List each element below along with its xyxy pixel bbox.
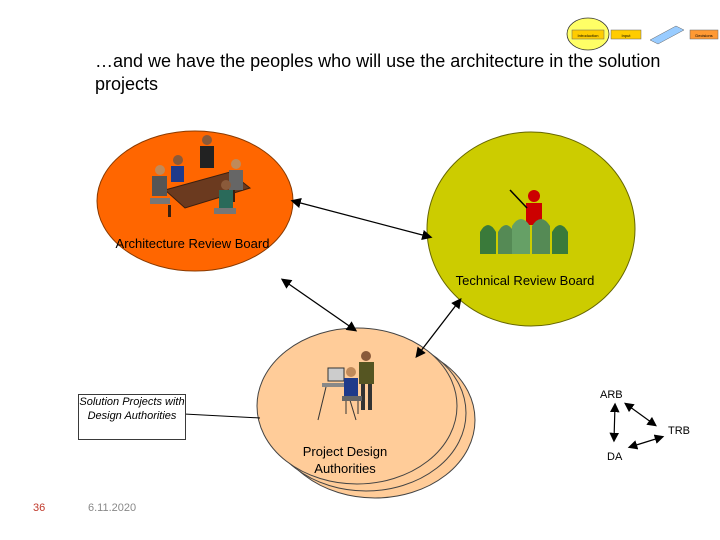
trb-node (426, 131, 636, 327)
slide-date: 6.11.2020 (88, 502, 137, 514)
slide-title: …and we have the peoples who will use th… (95, 51, 661, 94)
meeting-people-icon (150, 135, 252, 217)
trb-label: Technical Review Board (455, 273, 595, 288)
small-arb-da-connector (609, 402, 620, 443)
computer-users-icon (317, 351, 374, 421)
nav-strip: Introduction Input Decisions (566, 17, 719, 51)
small-da-trb-connector (627, 434, 665, 450)
arb-trb-connector (290, 197, 433, 241)
nav-label-decisions: Decisions (695, 33, 712, 38)
nav-item-introduction[interactable] (571, 29, 605, 40)
nav-label-input: Input (622, 33, 632, 38)
solution-projects-callout: Solution Projects with Design Authoritie… (78, 394, 186, 440)
pda-label: Project Design Authorities (302, 444, 388, 476)
arb-pda-connector (280, 278, 358, 332)
trb-pda-connector (415, 297, 462, 359)
small-da-label: DA (607, 451, 623, 463)
nav-item-decisions[interactable] (689, 29, 719, 40)
small-arb-label: ARB (600, 389, 623, 401)
small-arb-trb-connector (624, 402, 657, 427)
callout-leader (183, 413, 261, 419)
nav-label-introduction: Introduction (578, 33, 599, 38)
presentation-icon (480, 189, 568, 254)
page-number: 36 (33, 502, 46, 514)
small-trb-label: TRB (668, 425, 690, 437)
nav-item-input[interactable] (610, 29, 642, 40)
arb-label: Architecture Review Board (115, 236, 270, 251)
nav-item-analysis[interactable] (649, 25, 685, 45)
